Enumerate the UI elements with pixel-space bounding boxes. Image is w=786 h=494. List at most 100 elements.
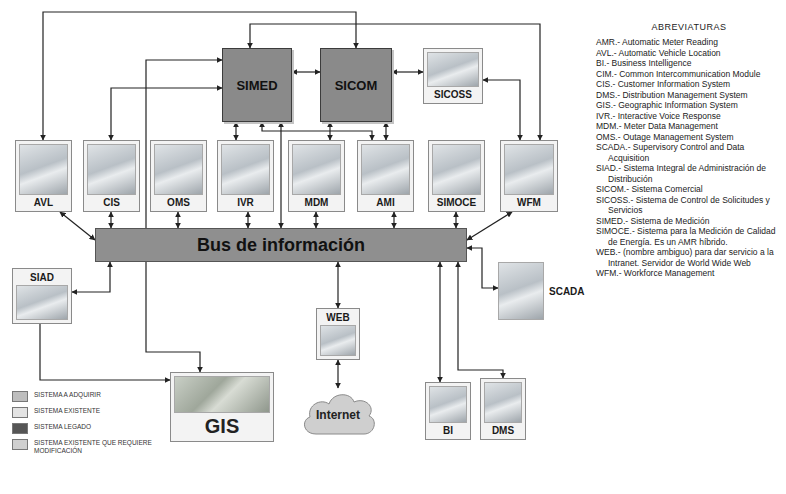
system-label: SICOSS bbox=[434, 89, 472, 100]
legend-row: SISTEMA EXISTENTE bbox=[12, 407, 162, 418]
system-icon bbox=[429, 386, 467, 423]
connector-arrow bbox=[43, 12, 356, 140]
system-box: BI bbox=[425, 382, 471, 440]
system-label: SIMOCE bbox=[437, 197, 476, 208]
legend-swatch bbox=[12, 423, 28, 434]
system-icon bbox=[19, 144, 68, 195]
system-box: AMI bbox=[357, 140, 414, 212]
connector-arrow bbox=[439, 262, 440, 382]
connector-arrow bbox=[315, 212, 316, 228]
abbreviation-entry: WEB.- (nombre ambiguo) para dar servicio… bbox=[596, 247, 782, 268]
system-box: WFM bbox=[500, 140, 558, 212]
abbreviation-list: ABREVIATURAS AMR.- Automatic Meter Readin… bbox=[596, 22, 782, 279]
information-bus: Bus de información bbox=[95, 228, 467, 262]
connector-arrow bbox=[280, 122, 281, 228]
connector-arrow bbox=[337, 360, 338, 388]
system-box: MDM bbox=[288, 140, 345, 212]
system-label: SIMED bbox=[236, 78, 277, 93]
connector-arrow bbox=[292, 71, 320, 72]
system-label: Bus de información bbox=[197, 235, 365, 256]
connector-arrow bbox=[337, 262, 338, 308]
system-label: DMS bbox=[492, 425, 514, 436]
legend-row: SISTEMA EXISTENTE QUE REQUIERE MODIFICAC… bbox=[12, 439, 162, 455]
system-box: DMS bbox=[480, 378, 526, 440]
connector-arrow bbox=[467, 248, 498, 288]
legend-swatch bbox=[12, 391, 28, 402]
abbreviation-entry: CIM.- Common Intercommunication Module bbox=[596, 69, 782, 80]
system-icon bbox=[16, 285, 68, 320]
system-box: WEB bbox=[316, 308, 360, 360]
system-label: SIAD bbox=[30, 272, 54, 283]
system-label: AVL bbox=[34, 197, 53, 208]
legacy-system-box: SICOM bbox=[320, 48, 392, 122]
connector-arrow bbox=[110, 212, 111, 228]
abbreviation-entry: IVR.- Interactive Voice Response bbox=[596, 111, 782, 122]
system-icon bbox=[504, 144, 554, 195]
connector-arrow bbox=[385, 122, 386, 140]
system-label: WFM bbox=[517, 197, 541, 208]
system-label: CIS bbox=[103, 197, 120, 208]
connector-arrow bbox=[455, 212, 456, 228]
abbreviation-entry: AVL.- Automatic Vehicle Location bbox=[596, 48, 782, 59]
cloud-outline bbox=[304, 395, 374, 434]
system-label: SICOM bbox=[335, 78, 378, 93]
abbreviation-entry: SICOM.- Sistema Comercial bbox=[596, 184, 782, 195]
legend-row: SISTEMA A ADQUIRIR bbox=[12, 391, 162, 402]
system-box: OMS bbox=[150, 140, 207, 212]
abbreviation-entry: BI.- Business Intelligence bbox=[596, 58, 782, 69]
legend: SISTEMA A ADQUIRIR SISTEMA EXISTENTE SISTE… bbox=[12, 391, 162, 460]
system-box: CIS bbox=[83, 140, 140, 212]
system-label: BI bbox=[443, 425, 453, 436]
system-icon bbox=[221, 144, 270, 195]
legend-text: SISTEMA LEGADO bbox=[34, 423, 152, 431]
connector-arrow bbox=[235, 122, 236, 140]
abbreviation-entry: GIS.- Geographic Information System bbox=[596, 100, 782, 111]
connector-arrow bbox=[40, 324, 170, 380]
system-label: AMI bbox=[376, 197, 394, 208]
abbreviation-title: ABREVIATURAS bbox=[596, 22, 782, 32]
system-box: SIAD bbox=[12, 268, 72, 324]
system-label: GIS bbox=[205, 415, 239, 438]
system-icon bbox=[87, 144, 136, 195]
system-box: IVR bbox=[217, 140, 274, 212]
abbreviation-entry: SIMED.- Sistema de Medición bbox=[596, 216, 782, 227]
system-icon bbox=[432, 144, 481, 195]
connector-arrow bbox=[60, 212, 95, 240]
abbreviation-entry: SCADA.- Supervisory Control and Data Acq… bbox=[596, 142, 782, 163]
connector-arrow bbox=[458, 262, 503, 378]
legend-text: SISTEMA EXISTENTE bbox=[34, 407, 152, 415]
system-label: IVR bbox=[237, 197, 254, 208]
legend-swatch bbox=[12, 439, 28, 450]
system-icon bbox=[292, 144, 341, 195]
system-icon bbox=[484, 382, 522, 423]
system-icon bbox=[320, 325, 356, 356]
abbreviation-entry: OMS.- Outage Management System bbox=[596, 132, 782, 143]
internet-cloud: Internet bbox=[298, 388, 378, 438]
abbreviation-entry: AMR.- Automatic Meter Reading bbox=[596, 37, 782, 48]
connector-arrow bbox=[247, 212, 248, 228]
abbreviation-entry: SIAD.- Sistema Integral de Administració… bbox=[596, 163, 782, 184]
abbreviation-entry: MDM.- Meter Data Management bbox=[596, 121, 782, 132]
legacy-system-box: SIMED bbox=[222, 48, 292, 122]
legend-swatch bbox=[12, 407, 28, 418]
system-icon bbox=[498, 262, 544, 320]
connector-arrow bbox=[329, 122, 330, 140]
legend-text: SISTEMA A ADQUIRIR bbox=[34, 391, 152, 399]
connector-arrow bbox=[393, 212, 394, 228]
system-label: Internet bbox=[316, 408, 360, 422]
abbreviation-entry: WFM.- Workforce Management bbox=[596, 268, 782, 279]
system-label: OMS bbox=[167, 197, 190, 208]
system-box: GIS bbox=[170, 372, 274, 442]
system-box: SCADA bbox=[498, 262, 594, 320]
system-box: AVL bbox=[15, 140, 72, 212]
system-icon bbox=[154, 144, 203, 195]
abbreviation-entry: SICOSS.- Sistema de Control de Solicitud… bbox=[596, 195, 782, 216]
system-label: SCADA bbox=[549, 286, 585, 297]
system-label: WEB bbox=[326, 312, 349, 323]
connector-arrow bbox=[392, 71, 423, 72]
connector-arrow bbox=[177, 212, 178, 228]
system-label: MDM bbox=[305, 197, 329, 208]
abbreviation-entry: CIS.- Customer Information System bbox=[596, 79, 782, 90]
connector-arrow bbox=[250, 24, 540, 140]
connector-arrow bbox=[483, 80, 520, 140]
